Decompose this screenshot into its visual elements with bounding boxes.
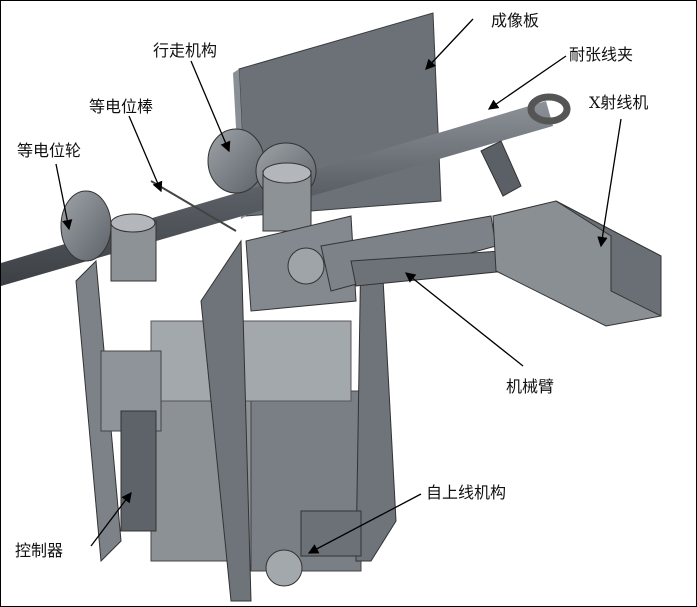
label-self-mounting-mechanism: 自上线机构 <box>426 483 507 502</box>
label-controller: 控制器 <box>15 541 64 560</box>
label-imaging-plate: 成像板 <box>491 11 540 30</box>
label-walking-mechanism: 行走机构 <box>153 41 218 60</box>
label-equipotential-wheel: 等电位轮 <box>17 141 82 160</box>
label-mechanical-arm: 机械臂 <box>506 377 555 396</box>
tension-clamp <box>480 140 522 197</box>
label-tension-clamp: 耐张线夹 <box>569 45 634 64</box>
label-xray-machine: X射线机 <box>589 93 649 112</box>
equipotential-rod <box>150 180 237 232</box>
label-equipotential-rod: 等电位棒 <box>89 97 154 116</box>
self-mounting-mechanism <box>265 549 303 587</box>
